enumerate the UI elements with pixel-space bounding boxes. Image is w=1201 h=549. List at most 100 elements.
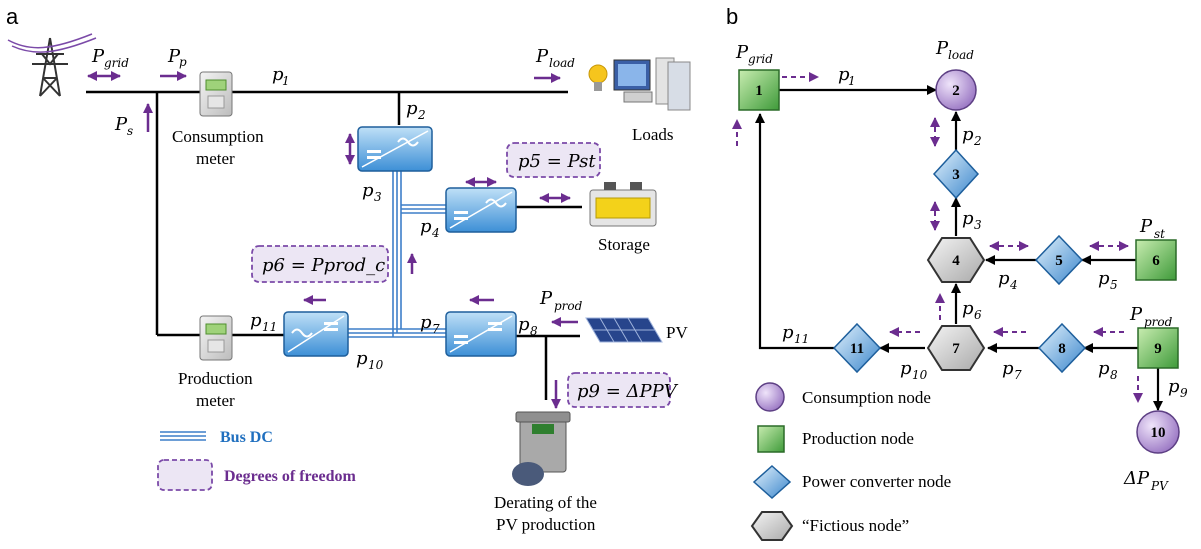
inverter-icon [357,126,433,172]
loads-label: Loads [632,125,674,144]
legend-bus: Bus DC [160,429,273,446]
dc-bus [346,167,446,338]
svg-text:p: p [362,180,374,201]
svg-text:9: 9 [1154,341,1162,357]
p-p-label: Pp [167,46,187,69]
eq-p5: p5 = Pst [518,151,596,172]
svg-text:p: p [420,312,432,333]
svg-text:p: p [356,348,368,369]
svg-text:p: p [518,314,530,335]
svg-text:11: 11 [794,332,809,346]
svg-text:2: 2 [952,83,960,99]
node-5: 5 [1034,234,1084,286]
trash-bin-icon [512,411,571,486]
panel-a-letter: a [6,4,19,29]
svg-text:PV: PV [1150,479,1169,493]
svg-text:load: load [948,48,974,62]
derating-label-1: Derating of the [494,493,597,512]
svg-text:p: p [962,208,974,229]
svg-text:p: p [420,216,432,237]
svg-text:P: P [1129,304,1143,325]
legend-dof: Degrees of freedom [157,459,356,491]
eq-p6: p6 = Pprod_c [262,255,385,276]
node-3: 3 [932,148,980,200]
battery-icon [589,182,657,227]
svg-text:grid: grid [104,56,129,70]
derating-label-2: PV production [496,515,596,534]
svg-text:2: 2 [973,134,982,148]
svg-text:load: load [549,56,575,70]
node-1: 1 [738,69,780,111]
legend-b: Consumption node Production node Power c… [750,382,951,541]
legend-production-symbol [757,425,785,453]
meter-icon [199,71,233,117]
svg-text:11: 11 [850,341,864,357]
panel-b-letter: b [726,4,738,29]
svg-text:4: 4 [1009,278,1018,292]
svg-text:p: p [1098,268,1110,289]
svg-text:6: 6 [974,308,982,322]
svg-text:p: p [838,64,850,85]
svg-text:10: 10 [1151,425,1166,441]
solar-panel-icon [585,317,663,343]
svg-text:P: P [167,46,181,67]
dashed-arrows-b [732,72,1143,403]
svg-text:5: 5 [1055,253,1063,269]
svg-text:P: P [114,114,128,135]
svg-text:P: P [91,46,105,67]
svg-text:8: 8 [1058,341,1066,357]
svg-text:ΔP: ΔP [1123,468,1150,489]
node-2: 2 [935,69,977,111]
graph-edges [755,85,1163,411]
svg-text:p: p [962,124,974,145]
inverter-icon [445,187,517,233]
svg-text:7: 7 [952,341,960,357]
svg-text:p: p [272,64,284,85]
svg-text:3: 3 [952,167,960,183]
svg-text:p: p [962,298,974,319]
svg-text:3: 3 [974,218,982,232]
svg-text:st: st [1154,227,1165,241]
svg-text:p: p [900,358,912,379]
dof-box-p6: p6 = Pprod_c [251,245,389,283]
legend-fictious-text: “Fictious node” [802,516,909,535]
svg-text:P: P [935,38,949,59]
storage-label: Storage [598,235,650,254]
legend-production-text: Production node [802,429,914,448]
svg-text:prod: prod [1144,315,1173,329]
dof-box-p9: p9 = ΔPPV [567,372,679,408]
svg-text:1: 1 [282,74,290,88]
consumption-meter-label-2: meter [196,149,235,168]
svg-text:p: p [1098,358,1110,379]
lightbulb-icon [588,64,608,91]
svg-text:p: p [1002,358,1014,379]
svg-text:3: 3 [374,190,382,204]
svg-text:4: 4 [952,253,960,269]
node-10: 10 [1136,410,1180,454]
svg-text:P: P [535,46,549,67]
node-7: 7 [926,325,986,371]
svg-text:5: 5 [1110,278,1118,292]
legend-fictious-symbol [750,511,794,541]
svg-text:s: s [127,124,133,138]
